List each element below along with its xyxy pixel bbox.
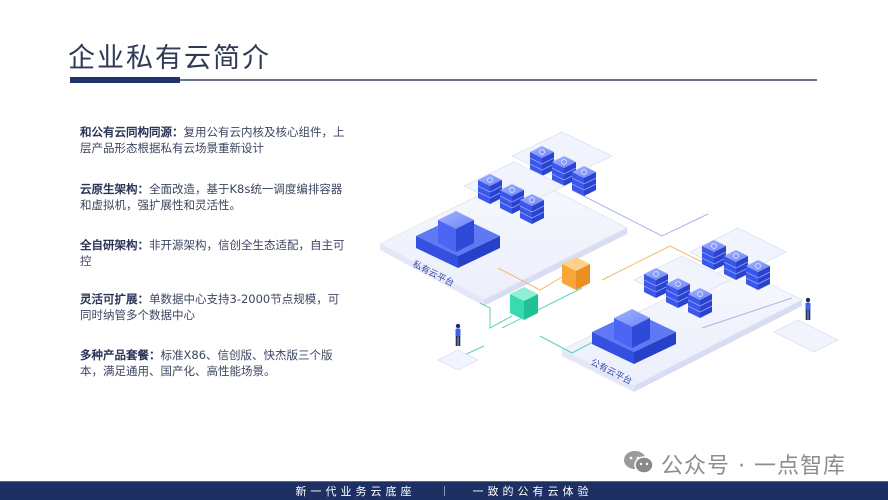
user-figure-icon <box>772 297 840 353</box>
feature-heading: 和公有云同构同源： <box>80 125 184 139</box>
footer-separator <box>443 486 445 496</box>
feature-heading: 多种产品套餐： <box>80 348 161 362</box>
footer-left-slogan: 新一代业务云底座 <box>295 485 416 498</box>
feature-heading: 全自研架构： <box>80 238 149 252</box>
server-rack-icon <box>510 131 614 197</box>
title-accent-bar <box>70 77 180 83</box>
server-rack-icon <box>632 255 732 319</box>
title-divider <box>70 79 817 81</box>
feature-body: 非开源架构，信创全生态适配，自主可控 <box>80 238 345 268</box>
wechat-icon <box>623 449 655 479</box>
feature-item: 全自研架构：非开源架构，信创全生态适配，自主可控 <box>80 237 350 269</box>
page-title: 企业私有云简介 <box>68 43 271 74</box>
footer-bar: 新一代业务云底座 一致的公有云体验 <box>0 481 888 500</box>
feature-body: 标准X86、信创版、快杰版三个版本，满足通用、国产化、高性能场景。 <box>80 348 333 378</box>
feature-item: 和公有云同构同源：复用公有云内核及核心组件，上层产品形态根据私有云场景重新设计 <box>80 124 350 156</box>
footer-right-slogan: 一致的公有云体验 <box>472 485 593 498</box>
user-figure-icon <box>436 323 480 371</box>
watermark: 公众号 · 一点智库 <box>623 448 846 480</box>
feature-item: 云原生架构：全面改造，基于K8s统一调度编排容器和虚拟机，强扩展性和灵活性。 <box>80 181 350 213</box>
cloud-core-box-icon <box>416 211 500 268</box>
feature-heading: 灵活可扩展： <box>80 292 149 306</box>
server-rack-icon <box>462 161 566 225</box>
gateway-cube-icon <box>510 287 538 320</box>
watermark-text: 公众号 · 一点智库 <box>661 454 846 479</box>
server-rack-icon <box>688 227 788 291</box>
architecture-diagram: 私有云平台 公有云平台 <box>372 128 848 418</box>
feature-body: 复用公有云内核及核心组件，上层产品形态根据私有云场景重新设计 <box>80 125 345 155</box>
private-cloud-platform <box>378 173 629 306</box>
feature-item: 多种产品套餐：标准X86、信创版、快杰版三个版本，满足通用、国产化、高性能场景。 <box>80 347 350 379</box>
feature-body: 单数据中心支持3-2000节点规模，可同时纳管多个数据中心 <box>80 292 340 322</box>
cloud-core-box-icon <box>592 309 676 364</box>
feature-body: 全面改造，基于K8s统一调度编排容器和虚拟机，强扩展性和灵活性。 <box>80 182 343 212</box>
gateway-cube-icon <box>562 257 590 290</box>
feature-heading: 云原生架构： <box>80 182 149 196</box>
feature-item: 灵活可扩展：单数据中心支持3-2000节点规模，可同时纳管多个数据中心 <box>80 291 350 323</box>
